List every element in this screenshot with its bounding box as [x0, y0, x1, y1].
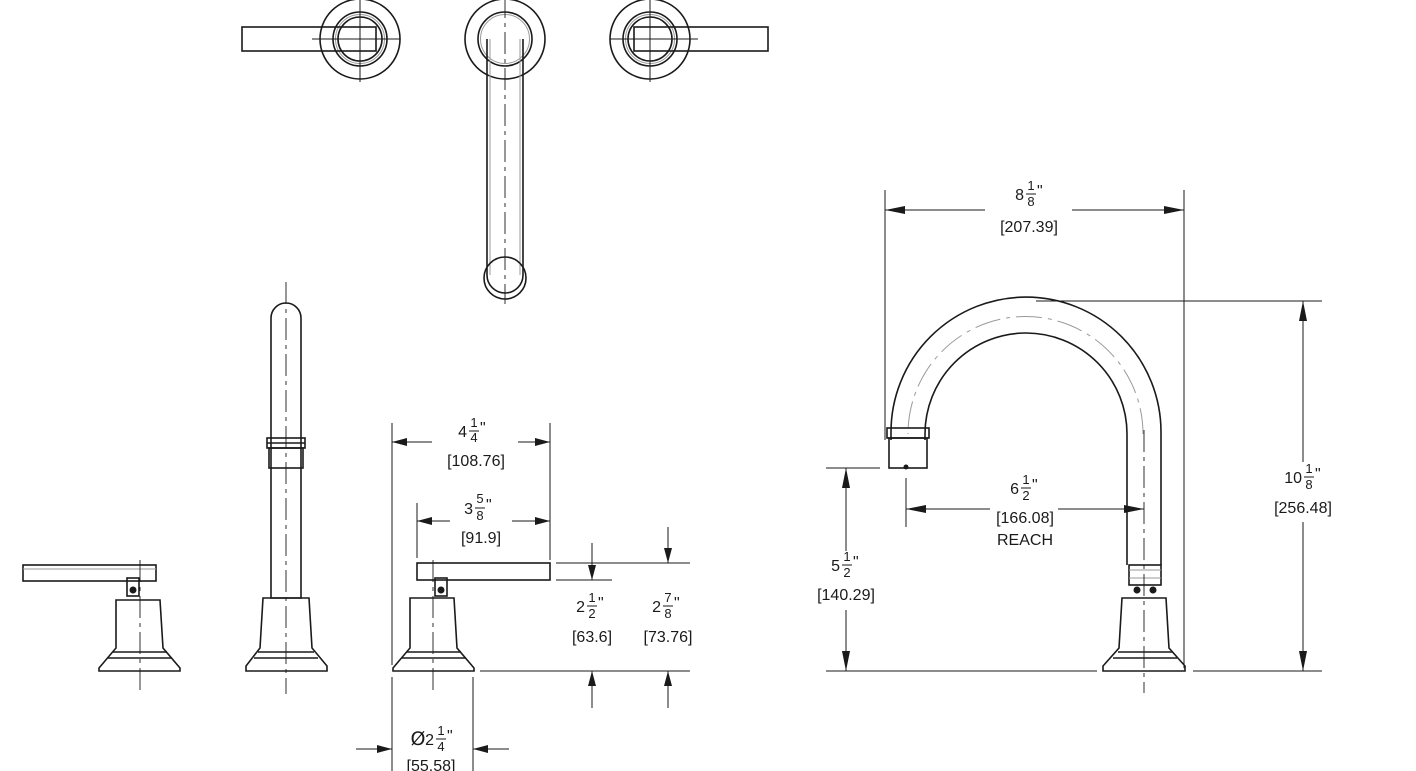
svg-text:[140.29]: [140.29]: [817, 587, 875, 604]
svg-text:": ": [480, 420, 486, 437]
svg-text:": ": [598, 595, 604, 612]
top-view-left-handle: [241, 0, 401, 82]
svg-text:10: 10: [1284, 470, 1302, 487]
svg-text:[256.48]: [256.48]: [1274, 500, 1332, 517]
svg-text:1: 1: [588, 590, 595, 605]
svg-text:4: 4: [470, 430, 477, 445]
spout-side-view: [245, 282, 328, 694]
svg-text:5: 5: [476, 491, 483, 506]
svg-text:2: 2: [576, 599, 585, 616]
svg-text:[73.76]: [73.76]: [644, 629, 693, 646]
svg-text:[207.39]: [207.39]: [1000, 219, 1058, 236]
dim-spout-overall-height: 10 1 8 " [256.48]: [1274, 461, 1332, 517]
svg-text:5: 5: [831, 558, 840, 575]
svg-text:8: 8: [476, 508, 483, 523]
dim-overall-spread: 4 1 4 " [108.76]: [447, 415, 505, 470]
svg-text:1: 1: [843, 549, 850, 564]
svg-text:[63.6]: [63.6]: [572, 629, 612, 646]
dim-handle-length: 3 5 8 " [91.9]: [461, 491, 501, 547]
svg-text:8: 8: [1015, 187, 1024, 204]
svg-text:": ": [447, 728, 453, 745]
dim-handle-top-height: 2 7 8 " [73.76]: [644, 590, 693, 646]
svg-text:": ": [486, 497, 492, 514]
top-view: [241, 0, 769, 304]
svg-text:8: 8: [1305, 477, 1312, 492]
svg-text:2: 2: [425, 732, 434, 749]
dim-handle-height: 2 1 2 " [63.6]: [572, 590, 612, 646]
dim-spout-reach: 6 1 2 " [166.08] REACH: [996, 472, 1054, 549]
svg-text:4: 4: [458, 424, 467, 441]
svg-text:4: 4: [437, 739, 444, 754]
left-handle-side-view: [22, 560, 181, 693]
svg-text:": ": [1037, 183, 1043, 200]
svg-text:": ": [674, 595, 680, 612]
svg-text:8: 8: [1027, 194, 1034, 209]
svg-text:3: 3: [464, 501, 473, 518]
svg-text:2: 2: [652, 599, 661, 616]
svg-text:7: 7: [664, 590, 671, 605]
right-handle-front-view: [392, 560, 551, 694]
svg-text:[91.9]: [91.9]: [461, 530, 501, 547]
svg-text:1: 1: [1027, 178, 1034, 193]
svg-text:": ": [1315, 466, 1321, 483]
svg-text:6: 6: [1010, 481, 1019, 498]
svg-text:[166.08]: [166.08]: [996, 510, 1054, 527]
svg-text:1: 1: [1022, 472, 1029, 487]
svg-text:8: 8: [664, 606, 671, 621]
svg-text:[55.58]: [55.58]: [407, 758, 456, 771]
top-view-right-handle: [609, 0, 769, 82]
svg-text:1: 1: [470, 415, 477, 430]
spout-elevation: [886, 296, 1186, 693]
svg-text:REACH: REACH: [997, 532, 1053, 549]
svg-text:2: 2: [1022, 488, 1029, 503]
svg-text:Ø: Ø: [411, 728, 426, 750]
svg-text:": ": [1032, 477, 1038, 494]
dim-spout-width: 8 1 8 " [207.39]: [1000, 178, 1058, 236]
dim-base-diameter: Ø 2 1 4 " [55.58]: [407, 723, 456, 771]
dim-lines-front: [356, 423, 690, 771]
svg-text:1: 1: [437, 723, 444, 738]
svg-text:": ": [853, 554, 859, 571]
svg-text:2: 2: [843, 565, 850, 580]
dim-spout-outlet-height: 5 1 2 " [140.29]: [817, 549, 875, 604]
svg-text:1: 1: [1305, 461, 1312, 476]
top-view-spout: [464, 0, 546, 304]
svg-text:2: 2: [588, 606, 595, 621]
svg-text:[108.76]: [108.76]: [447, 453, 505, 470]
dim-lines-elevation: [826, 190, 1322, 672]
